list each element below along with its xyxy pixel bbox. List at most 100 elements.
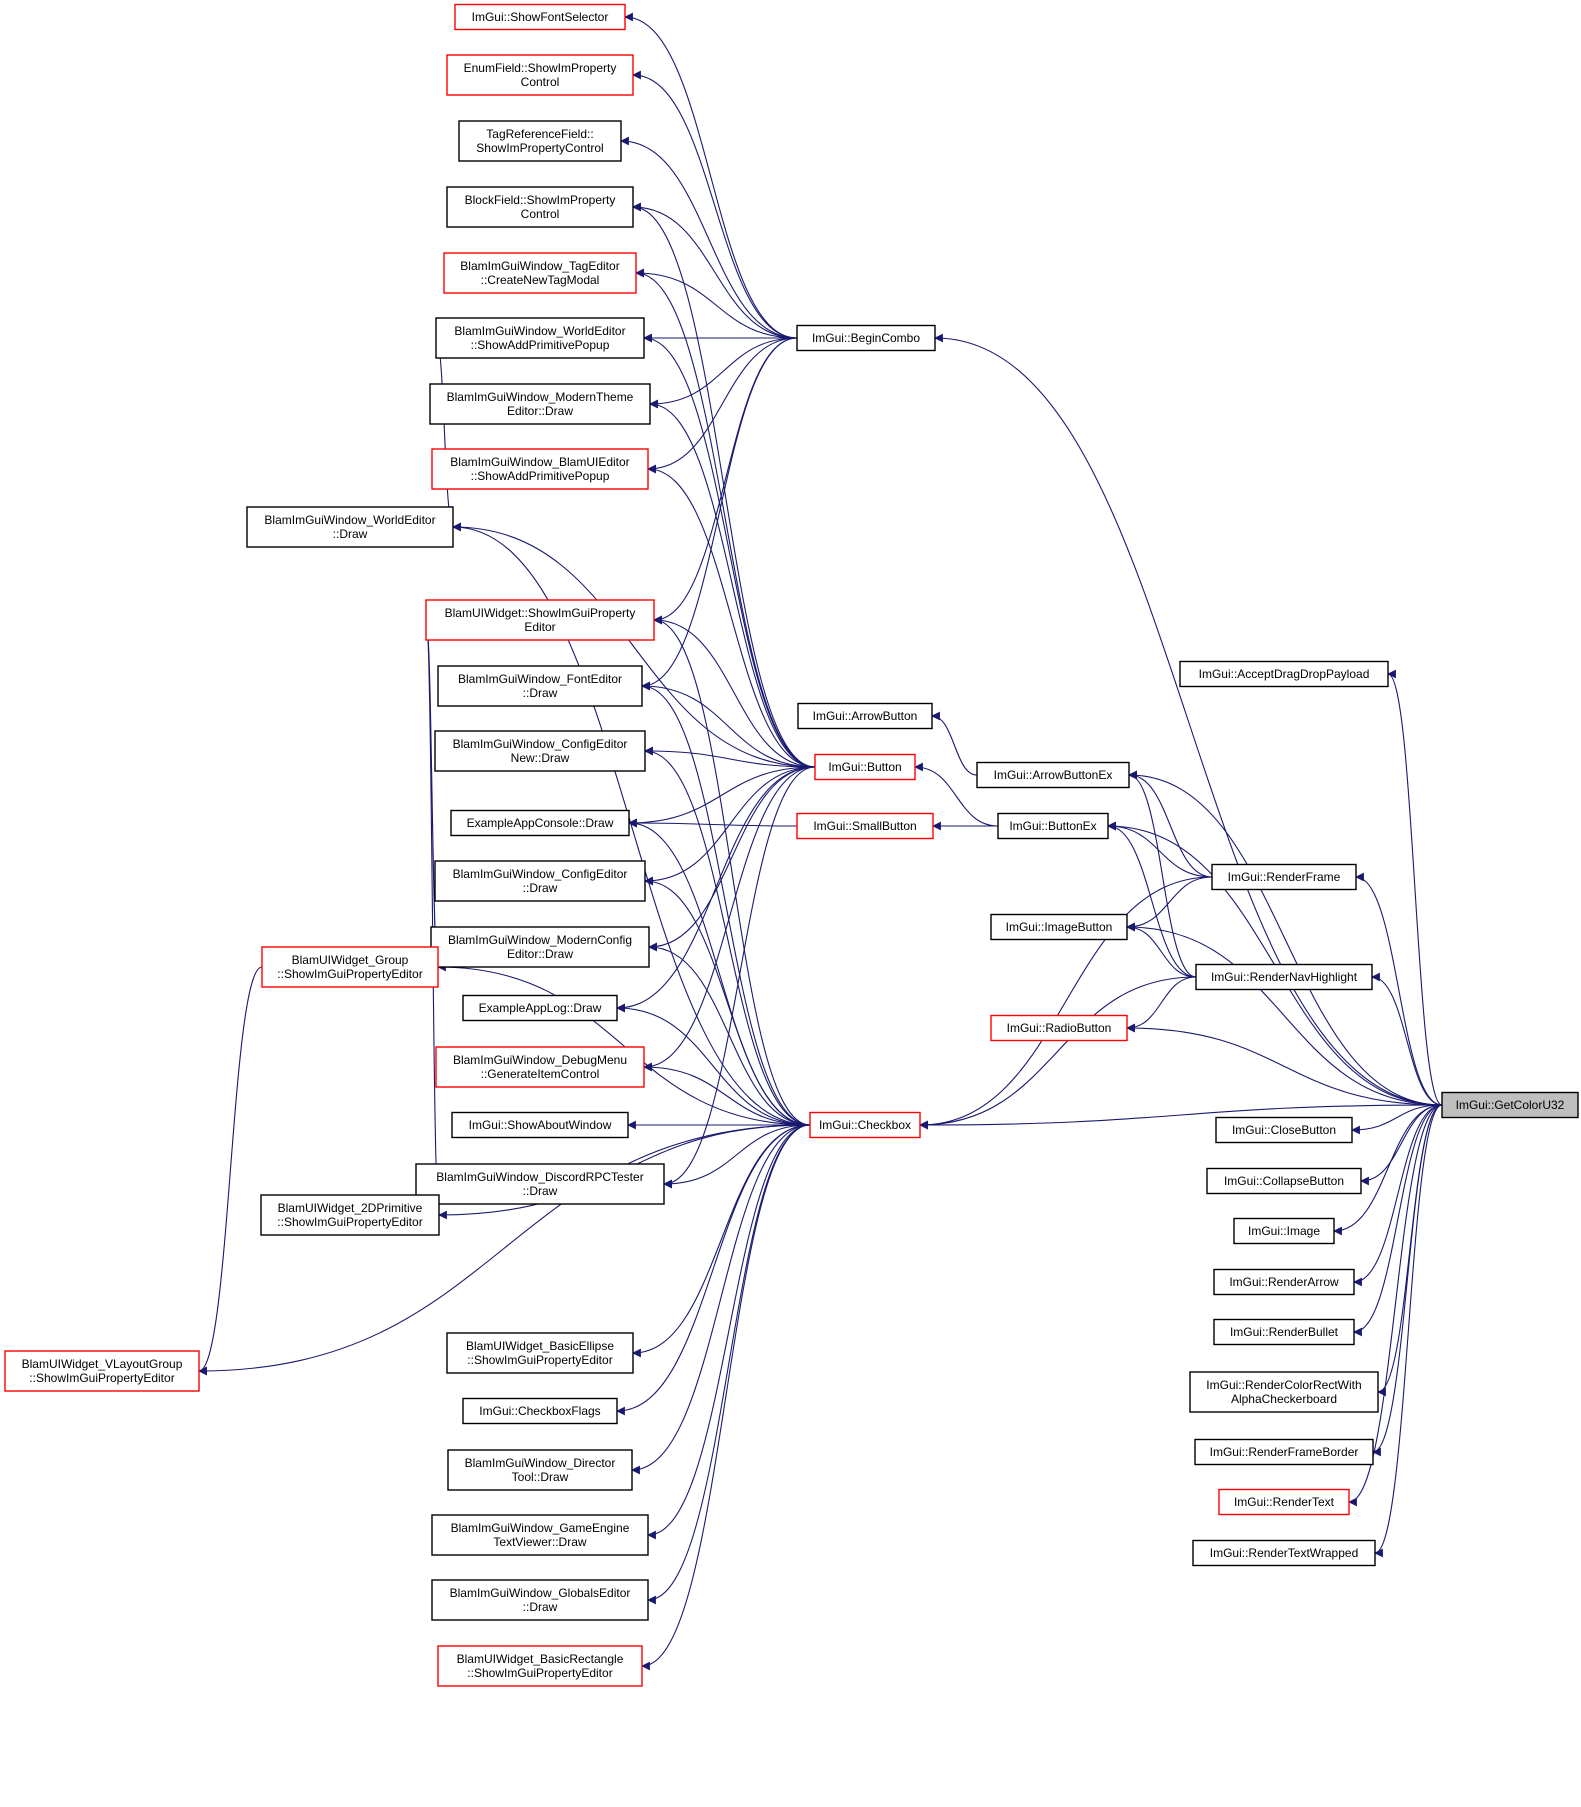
node-label: BlamUIWidget_BasicRectangle	[457, 1652, 624, 1666]
node-font-editor[interactable]: BlamImGuiWindow_FontEditor::Draw	[437, 665, 643, 707]
node-small-button[interactable]: ImGui::SmallButton	[796, 812, 934, 840]
node-close-button[interactable]: ImGui::CloseButton	[1215, 1116, 1353, 1144]
node-box	[796, 324, 936, 352]
node-render-text[interactable]: ImGui::RenderText	[1218, 1488, 1350, 1516]
node-box	[1194, 1438, 1374, 1466]
node-label: ::Draw	[523, 1184, 558, 1198]
node-label: ImGui::AcceptDragDropPayload	[1199, 667, 1370, 681]
node-box	[415, 1163, 665, 1205]
node-button[interactable]: ImGui::Button	[814, 753, 916, 781]
node-render-nav-highlight[interactable]: ImGui::RenderNavHighlight	[1195, 963, 1373, 991]
node-box	[431, 1514, 649, 1556]
edge-begin-combo-to-blam-uieditor	[647, 337, 798, 474]
node-label: ImGui::GetColorU32	[1456, 1098, 1565, 1112]
node-box	[246, 506, 454, 548]
node-show-font-selector[interactable]: ImGui::ShowFontSelector	[454, 3, 626, 31]
node-group[interactable]: BlamUIWidget_Group::ShowImGuiPropertyEdi…	[261, 946, 439, 988]
node-box	[454, 3, 626, 31]
node-begin-combo[interactable]: ImGui::BeginCombo	[796, 324, 936, 352]
edge-button-to-app-console	[628, 766, 816, 828]
node-checkbox[interactable]: ImGui::Checkbox	[809, 1111, 921, 1139]
node-button-ex[interactable]: ImGui::ButtonEx	[997, 812, 1109, 840]
node-app-log[interactable]: ExampleAppLog::Draw	[462, 994, 618, 1022]
node-label: ImGui::Button	[828, 760, 901, 774]
node-enum-field[interactable]: EnumField::ShowImPropertyControl	[446, 54, 634, 96]
node-label: BlamUIWidget_BasicEllipse	[466, 1339, 614, 1353]
node-label: ImGui::CloseButton	[1232, 1123, 1336, 1137]
node-label: Control	[521, 75, 560, 89]
node-we-add-prim[interactable]: BlamImGuiWindow_WorldEditor::ShowAddPrim…	[435, 317, 645, 359]
node-label: ImGui::RenderBullet	[1230, 1325, 1339, 1339]
node-render-arrow[interactable]: ImGui::RenderArrow	[1213, 1268, 1355, 1296]
node-label: ImGui::ArrowButtonEx	[994, 768, 1113, 782]
node-label: ImGui::ImageButton	[1006, 920, 1113, 934]
node-box	[450, 809, 630, 837]
node-config-editor[interactable]: BlamImGuiWindow_ConfigEditor::Draw	[434, 860, 646, 902]
node-box	[435, 317, 645, 359]
node-accept-drag-drop[interactable]: ImGui::AcceptDragDropPayload	[1179, 660, 1389, 688]
node-label: ExampleAppLog::Draw	[479, 1001, 602, 1015]
edge-render-nav-highlight-to-image-button	[1126, 922, 1197, 978]
node-label: ::Draw	[523, 686, 558, 700]
edge-checkbox-to-config-editor	[644, 876, 811, 1126]
node-arrow-button[interactable]: ImGui::ArrowButton	[797, 702, 933, 730]
edge-begin-combo-to-show-font-selector	[624, 12, 798, 339]
node-label: ImGui::RenderFrame	[1228, 870, 1341, 884]
node-label: Tool::Draw	[512, 1470, 569, 1484]
edge-get-color-u32-to-radio-button	[1126, 1023, 1443, 1106]
node-box	[434, 730, 646, 772]
node-about-window[interactable]: ImGui::ShowAboutWindow	[451, 1111, 629, 1139]
node-discord-rpc[interactable]: BlamImGuiWindow_DiscordRPCTester::Draw	[415, 1163, 665, 1205]
node-checkbox-flags[interactable]: ImGui::CheckboxFlags	[462, 1397, 618, 1425]
node-blam-uieditor[interactable]: BlamImGuiWindow_BlamUIEditor::ShowAddPri…	[431, 448, 649, 490]
node-tag-editor[interactable]: BlamImGuiWindow_TagEditor::CreateNewTagM…	[443, 252, 637, 294]
node-render-color-rect[interactable]: ImGui::RenderColorRectWithAlphaCheckerbo…	[1189, 1371, 1379, 1413]
node-label: ::ShowAddPrimitivePopup	[471, 338, 610, 352]
node-box	[261, 946, 439, 988]
node-image-button[interactable]: ImGui::ImageButton	[990, 913, 1128, 941]
edge-button-to-config-editor-new	[644, 746, 816, 768]
node-arrow-button-ex[interactable]: ImGui::ArrowButtonEx	[976, 761, 1130, 789]
node-debug-menu[interactable]: BlamImGuiWindow_DebugMenu::GenerateItemC…	[435, 1046, 645, 1088]
node-label: BlamImGuiWindow_WorldEditor	[454, 324, 625, 338]
edge-button-to-block-field	[632, 202, 816, 768]
edge-begin-combo-to-tag-ref	[620, 136, 798, 339]
node-tag-ref[interactable]: TagReferenceField::ShowImPropertyControl	[458, 120, 622, 162]
node-label: ::GenerateItemControl	[481, 1067, 600, 1081]
edge-button-to-debug-menu	[643, 766, 816, 1072]
node-label: BlockField::ShowImProperty	[465, 193, 616, 207]
node-app-console[interactable]: ExampleAppConsole::Draw	[450, 809, 630, 837]
node-box	[435, 1046, 645, 1088]
node-basic-ellipse[interactable]: BlamUIWidget_BasicEllipse::ShowImGuiProp…	[446, 1332, 634, 1374]
node-radio-button[interactable]: ImGui::RadioButton	[990, 1014, 1128, 1042]
node-label: ImGui::RenderFrameBorder	[1210, 1445, 1359, 1459]
node-basic-rect[interactable]: BlamUIWidget_BasicRectangle::ShowImGuiPr…	[437, 1645, 643, 1687]
node-label: ImGui::Checkbox	[819, 1118, 911, 1132]
node-game-engine-text[interactable]: BlamImGuiWindow_GameEngineTextViewer::Dr…	[431, 1514, 649, 1556]
node-image[interactable]: ImGui::Image	[1233, 1217, 1335, 1245]
node-prim2-d[interactable]: BlamUIWidget_2DPrimitive::ShowImGuiPrope…	[260, 1194, 440, 1236]
node-we-draw[interactable]: BlamImGuiWindow_WorldEditor::Draw	[246, 506, 454, 548]
node-label: ImGui::RenderNavHighlight	[1211, 970, 1358, 984]
edge-begin-combo-to-block-field	[632, 202, 798, 339]
node-uiwidget[interactable]: BlamUIWidget::ShowImGuiPropertyEditor	[425, 599, 655, 641]
node-block-field[interactable]: BlockField::ShowImPropertyControl	[446, 186, 634, 228]
edge-begin-combo-to-modern-theme	[649, 337, 798, 409]
node-label: ImGui::RenderColorRectWith	[1206, 1378, 1361, 1392]
node-render-text-wrapped[interactable]: ImGui::RenderTextWrapped	[1192, 1539, 1376, 1567]
node-collapse-button[interactable]: ImGui::CollapseButton	[1206, 1167, 1362, 1195]
node-box	[446, 54, 634, 96]
node-vlayout[interactable]: BlamUIWidget_VLayoutGroup::ShowImGuiProp…	[4, 1350, 200, 1392]
node-box	[446, 1332, 634, 1374]
node-globals-editor[interactable]: BlamImGuiWindow_GlobalsEditor::Draw	[431, 1579, 649, 1621]
node-render-frame[interactable]: ImGui::RenderFrame	[1211, 863, 1357, 891]
node-get-color-u32[interactable]: ImGui::GetColorU32	[1441, 1091, 1579, 1119]
node-render-frame-border[interactable]: ImGui::RenderFrameBorder	[1194, 1438, 1374, 1466]
edge-get-color-u32-to-arrow-button-ex	[1128, 770, 1443, 1106]
node-render-bullet[interactable]: ImGui::RenderBullet	[1213, 1318, 1355, 1346]
